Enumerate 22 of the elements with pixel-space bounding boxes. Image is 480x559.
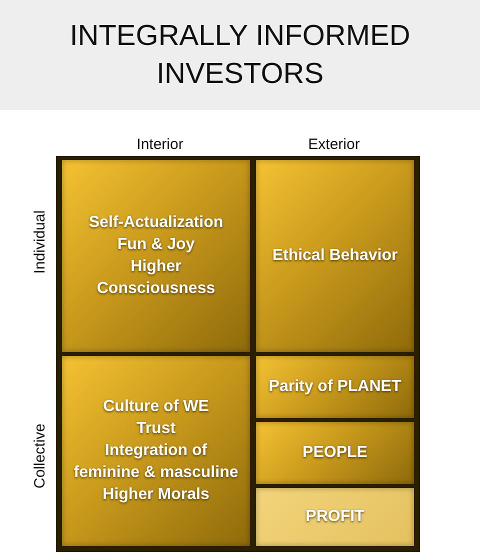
cell-text: Parity of PLANET (268, 377, 402, 397)
cell-text: Fun & Joy (117, 235, 195, 255)
row-label: Collective (32, 423, 48, 489)
cell-text: Self-Actualization (88, 213, 224, 233)
cell-text: Higher Morals (102, 485, 210, 505)
cell-text: PROFIT (306, 507, 364, 527)
quadrant-cell (62, 160, 250, 352)
cell-text: Integration of feminine & masculine (72, 441, 240, 483)
quadrant-cell (256, 422, 414, 484)
quadrant-cell (256, 356, 414, 418)
title: INTEGRALLY INFORMED INVESTORS (68, 19, 412, 92)
quadrant-cell (256, 160, 414, 352)
quadrant-cell (256, 488, 414, 546)
cell-text: Culture of WE (103, 397, 209, 417)
column-label: Exterior (307, 136, 361, 153)
cell-text: PEOPLE (302, 443, 368, 463)
row-label: Individual (32, 210, 48, 274)
cell-text: Ethical Behavior (272, 246, 398, 266)
cell-text: Higher Consciousness (96, 257, 216, 299)
cell-text: Trust (136, 419, 176, 439)
quadrant-cell (62, 356, 250, 546)
column-label: Interior (136, 136, 184, 153)
